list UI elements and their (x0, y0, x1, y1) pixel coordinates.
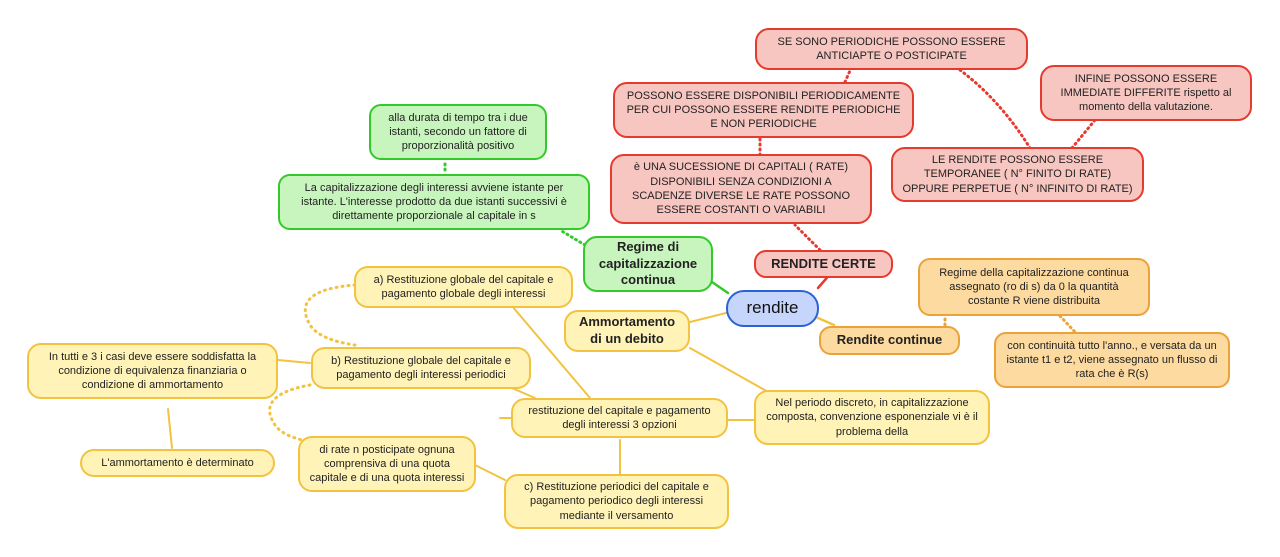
node-rate[interactable]: di rate n posticipate ognuna comprensiva… (298, 436, 476, 492)
node-disponibili[interactable]: POSSONO ESSERE DISPONIBILI PERIODICAMENT… (613, 82, 914, 138)
node-condizione[interactable]: In tutti e 3 i casi deve essere soddisfa… (27, 343, 278, 399)
node-regime-continua[interactable]: Regime della capitalizzazione continua a… (918, 258, 1150, 316)
node-periodo[interactable]: Nel periodo discreto, in capitalizzazion… (754, 390, 990, 445)
node-rendite-certe[interactable]: RENDITE CERTE (754, 250, 893, 278)
node-immediate[interactable]: INFINE POSSONO ESSERE IMMEDIATE DIFFERIT… (1040, 65, 1252, 121)
node-opt-b[interactable]: b) Restituzione globale del capitale e p… (311, 347, 531, 389)
node-temporanee[interactable]: LE RENDITE POSSONO ESSERE TEMPORANEE ( N… (891, 147, 1144, 202)
node-opt-a[interactable]: a) Restituzione globale del capitale e p… (354, 266, 573, 308)
node-periodiche[interactable]: SE SONO PERIODICHE POSSONO ESSERE ANTICI… (755, 28, 1028, 70)
node-regime-detail[interactable]: alla durata di tempo tra i due istanti, … (369, 104, 547, 160)
node-continuita[interactable]: con continuità tutto l'anno., e versata … (994, 332, 1230, 388)
node-opzioni[interactable]: restituzione del capitale e pagamento de… (511, 398, 728, 438)
node-determinato[interactable]: L'ammortamento è determinato (80, 449, 275, 477)
node-rendite-continue[interactable]: Rendite continue (819, 326, 960, 355)
node-regime-desc[interactable]: La capitalizzazione degli interessi avvi… (278, 174, 590, 230)
node-rendite-central[interactable]: rendite (726, 290, 819, 327)
node-opt-c[interactable]: c) Restituzione periodici del capitale e… (504, 474, 729, 529)
node-definizione[interactable]: è UNA SUCESSIONE DI CAPITALI ( RATE) DIS… (610, 154, 872, 224)
node-regime[interactable]: Regime di capitalizzazione continua (583, 236, 713, 292)
node-ammortamento[interactable]: Ammortamento di un debito (564, 310, 690, 352)
